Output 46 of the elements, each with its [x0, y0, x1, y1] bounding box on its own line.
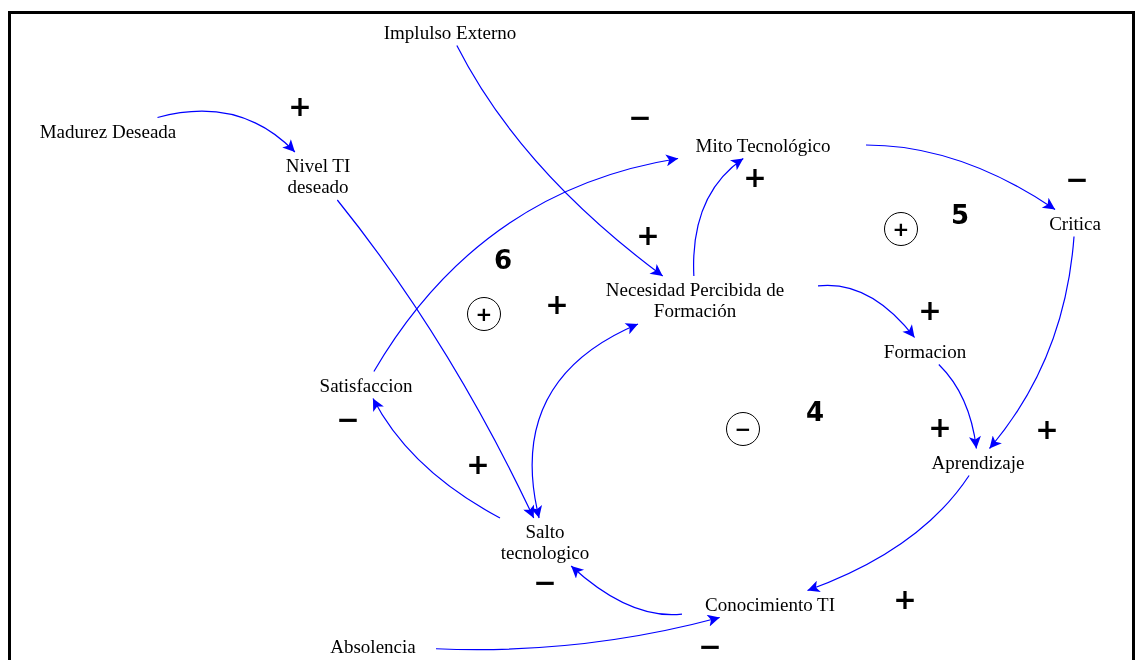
polarity-sign: +: [1035, 416, 1059, 444]
variable-label: Conocimiento TI: [705, 593, 835, 615]
polarity-sign: +: [918, 297, 942, 325]
loop-polarity: +: [892, 219, 910, 239]
polarity-sign: +: [636, 222, 660, 250]
arrow: [693, 157, 744, 277]
polarity-sign: +: [545, 291, 569, 319]
loop-number: 4: [805, 397, 825, 427]
polarity-sign: +: [893, 586, 917, 614]
variable-label: Nivel TI deseado: [284, 155, 352, 197]
variable-label: Formacion: [883, 340, 967, 362]
polarity-sign: +: [288, 93, 312, 121]
polarity-sign: +: [466, 451, 490, 479]
arrow: [865, 144, 1056, 211]
variable-label: Madurez Deseada: [39, 120, 177, 142]
variable-label: Necesidad Percibida de Formación: [604, 279, 786, 321]
arrow: [156, 110, 296, 153]
variable-label: Absolencia: [330, 635, 416, 657]
polarity-sign: +: [743, 164, 767, 192]
variable-label: Mito Tecnológico: [695, 134, 831, 156]
polarity-sign: +: [928, 414, 952, 442]
polarity-sign: −: [336, 406, 360, 434]
arrow: [817, 284, 916, 339]
arrow: [336, 199, 535, 519]
polarity-sign: −: [628, 104, 652, 132]
arrow: [938, 363, 981, 450]
polarity-sign: −: [533, 569, 557, 597]
loop-number: 5: [950, 200, 970, 230]
arrow: [988, 235, 1075, 450]
polarity-sign: −: [1065, 166, 1089, 194]
arrow: [373, 154, 679, 373]
loop-polarity: +: [475, 304, 493, 324]
variable-label: Critica: [1049, 212, 1101, 234]
variable-label: Aprendizaje: [931, 451, 1025, 473]
arrow: [456, 44, 664, 277]
arrow: [372, 397, 501, 519]
arrow: [530, 323, 639, 519]
variable-label: Implulso Externo: [383, 21, 517, 43]
arrow: [570, 565, 683, 616]
variable-label: Salto tecnologico: [499, 521, 591, 563]
arrow: [806, 474, 970, 592]
arrow: [435, 614, 721, 651]
polarity-sign: −: [698, 633, 722, 660]
variable-label: Satisfaccion: [319, 374, 413, 396]
loop-number: 6: [493, 245, 513, 275]
loop-polarity: −: [734, 419, 752, 439]
